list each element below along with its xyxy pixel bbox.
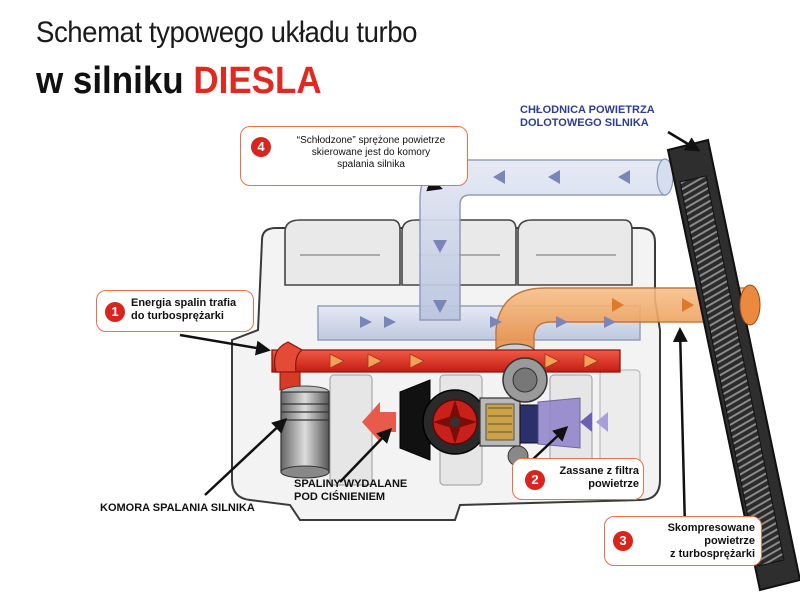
intercooler-label-line: CHŁODNICA POWIETRZA — [520, 104, 655, 116]
callout-2-line: Zassane z filtra — [559, 465, 639, 477]
exhaust-label: SPALINY WYDALANE POD CIŚNIENIEM — [294, 478, 407, 504]
callout-3-line: z turbosprężarki — [670, 548, 755, 560]
callout-2-line: powietrze — [588, 478, 639, 490]
combustion-chamber-piston — [280, 385, 330, 479]
callout-3-text: Skompresowane powietrze z turbosprężarki — [639, 522, 755, 561]
callout-2-number: 2 — [525, 470, 545, 490]
callout-3-line: powietrze — [704, 535, 755, 547]
intercooler-label: CHŁODNICA POWIETRZA DOLOTOWEGO SILNIKA — [520, 104, 655, 130]
callout-3-number: 3 — [613, 531, 633, 551]
intercooler — [666, 138, 800, 592]
title-accent: DIESLA — [193, 60, 322, 102]
diagram-title-line1: Schemat typowego układu turbo — [36, 16, 417, 49]
callout-2-text: Zassane z filtra powietrze — [551, 465, 639, 491]
exhaust-label-line: SPALINY WYDALANE — [294, 478, 408, 490]
callout-1-line: do turbosprężarki — [131, 310, 224, 322]
intercooler-label-line: DOLOTOWEGO SILNIKA — [520, 117, 649, 129]
callout-1-line: Energia spalin trafia — [131, 297, 237, 309]
callout-4-line: spalania silnika — [337, 159, 405, 170]
diagram-title-line2: w silniku DIESLA — [36, 60, 322, 103]
exhaust-label-box: SPALINY WYDALANE POD CIŚNIENIEM — [276, 468, 438, 512]
title-prefix: w silniku — [36, 60, 194, 102]
callout-4-number: 4 — [251, 137, 271, 157]
callout-4-line: skierowane jest do komory — [311, 147, 431, 158]
callout-4: 4 “Schłodzone” sprężone powietrze skiero… — [240, 126, 468, 186]
callout-1-text: Energia spalin trafia do turbosprężarki — [131, 297, 236, 323]
callout-3-line: Skompresowane — [667, 522, 755, 534]
inlet-flow-arrows — [580, 412, 608, 432]
exhaust-label-line: POD CIŚNIENIEM — [294, 491, 386, 503]
callout-4-text: “Schłodzone” sprężone powietrze skierowa… — [277, 135, 465, 171]
callout-2: 2 Zassane z filtra powietrze — [512, 458, 644, 500]
cooled-air-flow-arrows — [360, 170, 630, 328]
callout-3: 3 Skompresowane powietrze z turbosprężar… — [604, 516, 762, 566]
compressed-air-flow-arrows — [612, 298, 694, 312]
combustion-chamber-label: KOMORA SPALANIA SILNIKA — [100, 502, 255, 514]
callout-1-number: 1 — [105, 302, 125, 322]
callout-1: 1 Energia spalin trafia do turbosprężark… — [96, 290, 254, 332]
exhaust-flow-arrows — [329, 353, 599, 369]
callout-4-line: “Schłodzone” sprężone powietrze — [296, 135, 446, 146]
